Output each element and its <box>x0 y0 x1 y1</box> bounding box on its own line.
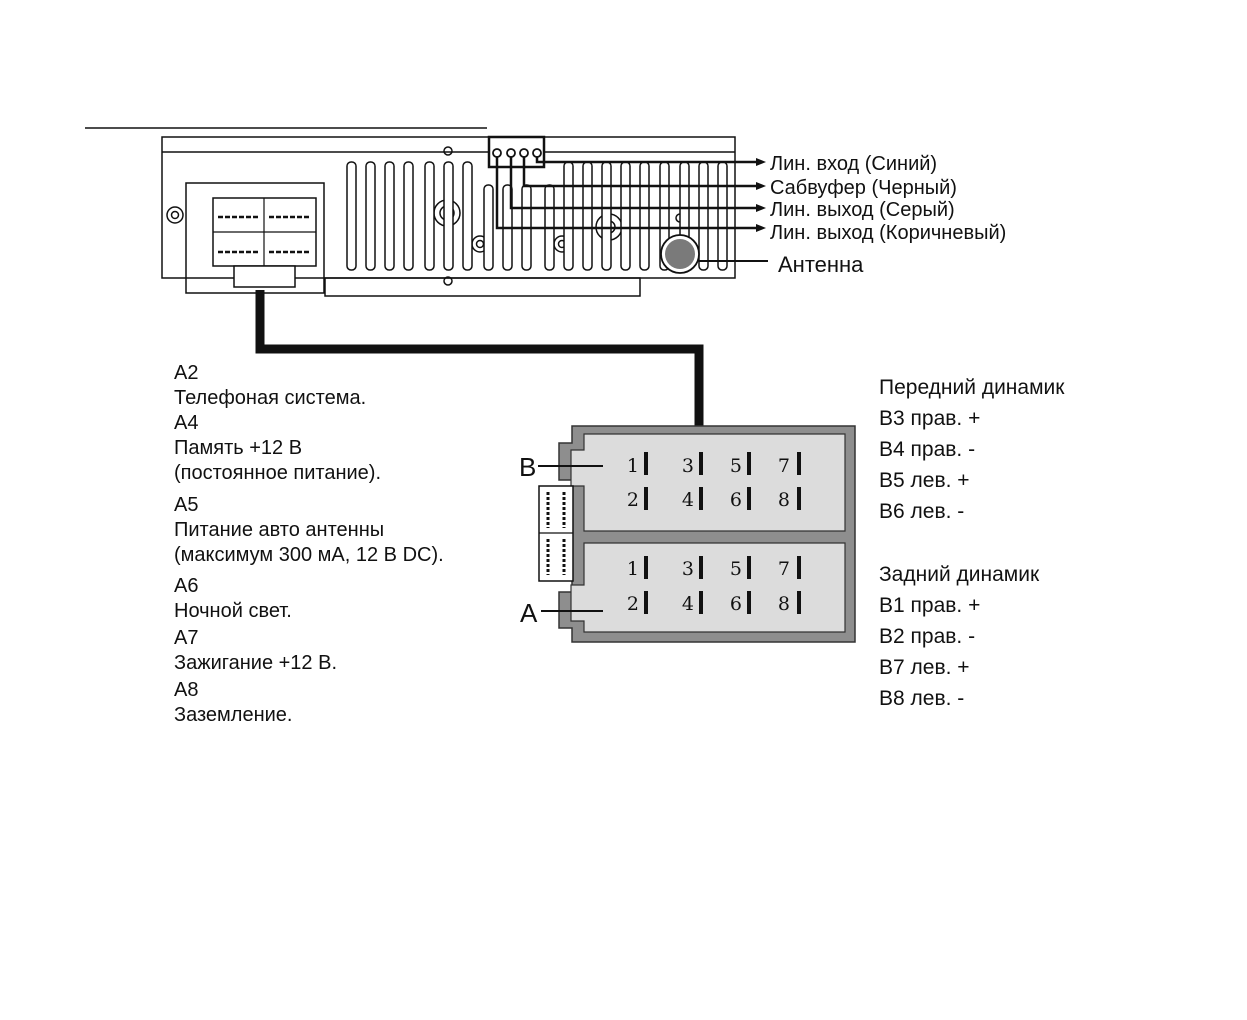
pin-b3: 3 <box>682 455 694 477</box>
pin-contact-bar <box>797 487 801 510</box>
legend-a7-pin: A7 <box>174 627 199 649</box>
cooling-fin <box>424 161 435 271</box>
iso-plug-on-unit <box>212 197 317 288</box>
cooling-fin <box>483 184 494 271</box>
pin-a2: 2 <box>627 593 639 615</box>
pin-contact-bar <box>644 487 648 510</box>
legend-a4-desc-2: (постоянное питание). <box>174 462 382 484</box>
pin-contact-bar <box>747 556 751 579</box>
front-speaker-item: B6 лев. - <box>879 500 965 523</box>
pin-b8: 8 <box>778 489 790 511</box>
pin-contact-bar <box>699 591 703 614</box>
pin-a4: 4 <box>682 593 694 615</box>
block-a-label: A <box>520 598 538 628</box>
block-b-housing <box>570 433 846 532</box>
pin-contact-bar <box>797 591 801 614</box>
pin-b7: 7 <box>778 455 790 477</box>
front-speaker-item: B4 прав. - <box>879 438 976 461</box>
rca-arrowheads <box>756 158 766 232</box>
rear-speaker-item: B8 лев. - <box>879 687 965 710</box>
front-speaker-title: Передний динамик <box>879 376 1065 399</box>
pin-a6: 6 <box>730 593 742 615</box>
pin-contact-bar <box>644 591 648 614</box>
rear-speaker-title: Задний динамик <box>879 563 1040 586</box>
pin-contact-bar <box>747 591 751 614</box>
cooling-fin <box>717 161 728 271</box>
antenna-label: Антенна <box>778 252 864 277</box>
cooling-fin <box>698 161 709 271</box>
cooling-fin <box>639 161 650 271</box>
pin-contact-bar <box>747 452 751 475</box>
pin-b6: 6 <box>730 489 742 511</box>
block-a-housing <box>570 542 846 633</box>
subwoofer-label: Сабвуфер (Черный) <box>770 177 957 199</box>
pin-contact-bar <box>644 556 648 579</box>
cooling-fin <box>346 161 357 271</box>
cooling-fin <box>443 161 454 271</box>
legend-a5-pin: A5 <box>174 494 199 516</box>
rear-speaker-item: B7 лев. + <box>879 656 970 679</box>
pin-b1: 1 <box>627 455 639 477</box>
pin-contact-bar <box>797 556 801 579</box>
legend-a6-pin: A6 <box>174 575 199 597</box>
antenna-jack <box>660 234 768 274</box>
pin-b4: 4 <box>682 489 694 511</box>
cooling-fin <box>403 161 414 271</box>
rear-speaker-legend: Задний динамик B1 прав. + B2 прав. - B7 … <box>879 559 1039 714</box>
rca-leader-lines <box>495 157 757 230</box>
pin-a3: 3 <box>682 558 694 580</box>
pin-numbers: 1 3 5 7 2 4 6 8 1 3 5 7 2 4 6 8 <box>627 455 790 615</box>
pin-b5: 5 <box>730 455 742 477</box>
pin-contact-bar <box>644 452 648 475</box>
pin-bars <box>644 452 801 614</box>
pin-contact-bar <box>699 556 703 579</box>
cooling-fin <box>582 161 593 271</box>
pin-contact-bar <box>699 487 703 510</box>
pin-contact-bar <box>747 487 751 510</box>
legend-a5-desc-2: (максимум 300 мА, 12 В DC). <box>174 544 444 566</box>
pin-a1: 1 <box>627 558 639 580</box>
legend-a2-desc: Телефоная система. <box>174 387 367 409</box>
cooling-fin <box>462 161 473 271</box>
harness-cable <box>255 290 704 426</box>
legend-a8-desc: Заземление. <box>174 704 293 726</box>
front-speaker-legend: Передний динамик B3 прав. + B4 прав. - B… <box>879 372 1064 527</box>
pin-contact-bar <box>797 452 801 475</box>
legend-a8-pin: A8 <box>174 679 199 701</box>
front-speaker-item: B3 прав. + <box>879 407 981 430</box>
legend-a4-desc-1: Память +12 В <box>174 437 303 459</box>
legend-a2-pin: A2 <box>174 362 199 384</box>
block-a-legend: A2 Телефоная система. A4 Память +12 В (п… <box>174 361 444 728</box>
legend-a7-desc: Зажигание +12 В. <box>174 652 338 674</box>
block-b-label: B <box>519 452 536 482</box>
legend-a4-pin: A4 <box>174 412 199 434</box>
cooling-fin <box>384 161 395 271</box>
front-speaker-item: B5 лев. + <box>879 469 970 492</box>
rear-speaker-item: B1 прав. + <box>879 594 981 617</box>
legend-a5-desc-1: Питание авто антенны <box>174 519 385 541</box>
rear-speaker-item: B2 прав. - <box>879 625 976 648</box>
cooling-fin <box>620 161 631 271</box>
pin-a7: 7 <box>778 558 790 580</box>
line-out-gray-label: Лин. выход (Серый) <box>770 199 955 221</box>
pin-a5: 5 <box>730 558 742 580</box>
cooling-fin <box>601 161 612 271</box>
line-in-label: Лин. вход (Синий) <box>770 153 937 175</box>
legend-a6-desc: Ночной свет. <box>174 600 292 622</box>
cooling-fins <box>346 161 728 271</box>
pin-b2: 2 <box>627 489 639 511</box>
line-out-brown-label: Лин. выход (Коричневый) <box>770 222 1006 244</box>
cooling-fin <box>365 161 376 271</box>
cooling-fin <box>563 161 574 271</box>
pin-a8: 8 <box>778 593 790 615</box>
pin-contact-bar <box>699 452 703 475</box>
iso-connector <box>538 425 856 643</box>
